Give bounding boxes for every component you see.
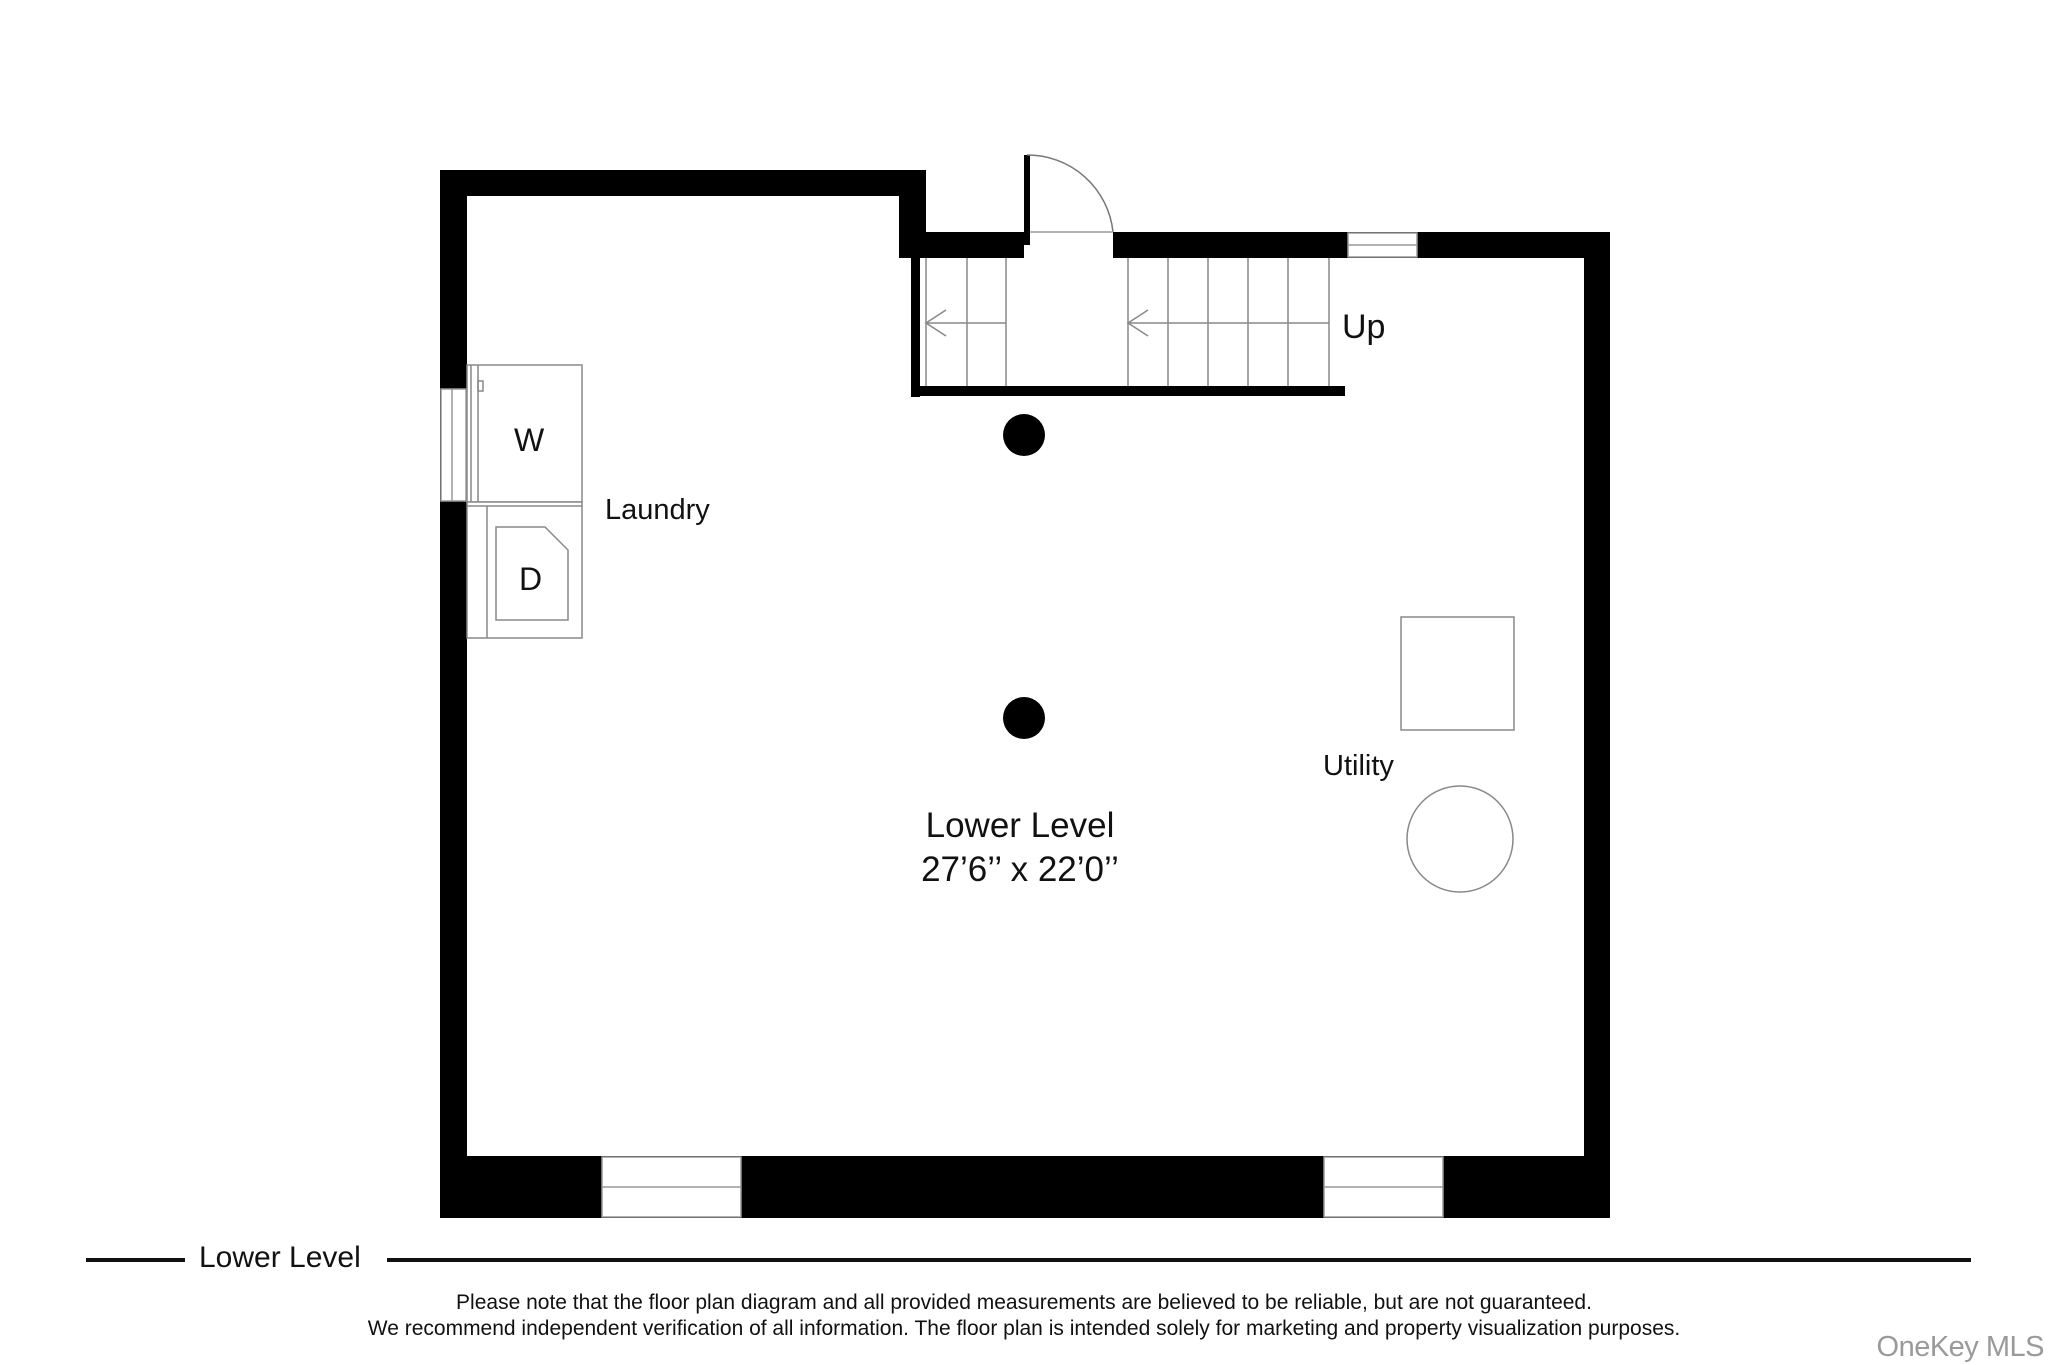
utility-label: Utility xyxy=(1323,750,1394,782)
disclaimer-line-2: We recommend independent verification of… xyxy=(367,1317,1681,1340)
footer-level-label: Lower Level xyxy=(199,1241,361,1274)
furnace xyxy=(1400,616,1515,731)
laundry-label: Laundry xyxy=(605,494,710,526)
support-column xyxy=(1003,414,1045,456)
water-heater xyxy=(1406,785,1514,893)
footer-rule-left xyxy=(86,1258,185,1262)
windows xyxy=(440,232,1444,1218)
window-left xyxy=(440,388,467,502)
stairs-up-label: Up xyxy=(1342,308,1386,346)
footer-rule-right xyxy=(387,1258,1971,1262)
dryer xyxy=(466,501,583,639)
room-name: Lower Level xyxy=(925,806,1115,845)
washer-label: W xyxy=(514,422,545,458)
exterior-walls xyxy=(440,170,1610,1218)
onekey-mls-watermark: OneKey MLS xyxy=(1876,1331,2045,1363)
entry-door xyxy=(1024,154,1114,245)
room-dimensions: 27’6’’ x 22’0’’ xyxy=(921,850,1119,889)
disclaimer-line-1: Please note that the floor plan diagram … xyxy=(456,1291,1592,1314)
support-column xyxy=(1003,697,1045,739)
washer xyxy=(466,364,583,503)
dryer-label: D xyxy=(519,561,543,597)
stair-walls xyxy=(911,258,1345,397)
stairs xyxy=(924,258,1330,386)
